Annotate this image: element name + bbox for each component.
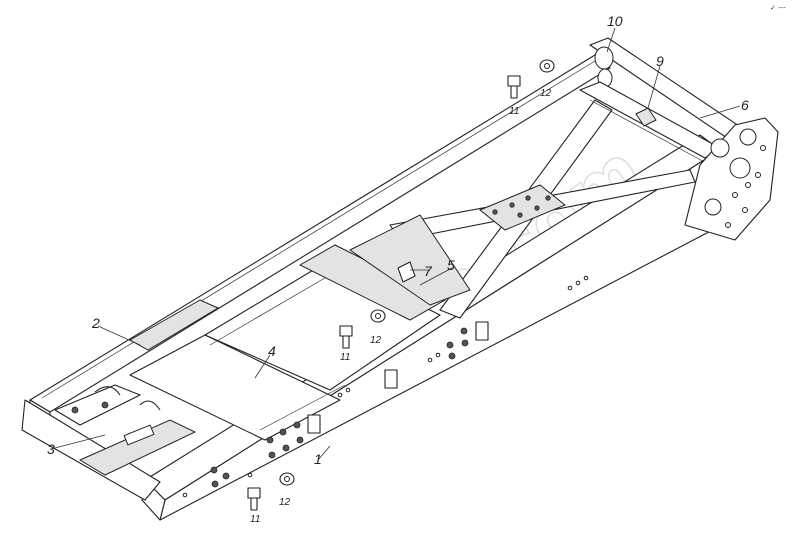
callout-2: 2 — [91, 315, 100, 331]
gusset-plate — [479, 184, 566, 231]
callout-1: 1 — [314, 451, 322, 467]
callout-5: 5 — [447, 257, 455, 273]
frame-drawing — [21, 27, 779, 521]
rail-pad — [128, 299, 220, 351]
nut-12-top — [539, 59, 555, 73]
callout-12-bottom: 12 — [279, 497, 291, 508]
cross-member-4 — [129, 334, 341, 441]
bracket-9 — [635, 107, 657, 127]
rail-bracket-c — [475, 321, 489, 341]
callout-12-top: 12 — [540, 88, 552, 99]
callout-11-top: 11 — [509, 106, 519, 117]
callout-11-bottom: 11 — [250, 514, 260, 525]
callout-9: 9 — [656, 53, 664, 69]
bolt-11-bottom — [247, 487, 261, 511]
callout-4: 4 — [268, 343, 276, 359]
callout-7: 7 — [424, 263, 433, 279]
corner-mark: ✓ --- — [770, 4, 786, 12]
rear-cross-member — [21, 399, 161, 501]
nut-12-bottom — [279, 472, 295, 486]
rail-bolts — [182, 275, 589, 498]
clip-7 — [397, 261, 416, 283]
callout-6: 6 — [741, 97, 749, 113]
callout-12-middle: 12 — [370, 335, 382, 346]
rail-bracket-a — [384, 369, 398, 389]
rear-mount-bracket — [54, 384, 141, 426]
callout-3: 3 — [47, 441, 55, 457]
bolt-11-middle — [339, 325, 353, 349]
rail-bracket-b — [307, 414, 321, 434]
cross-member-flange — [298, 244, 447, 321]
bolt-11-top — [507, 75, 521, 99]
callouts: 1 2 3 4 5 6 7 9 10 11 12 11 12 11 12 — [47, 13, 749, 525]
nut-12-middle — [370, 309, 386, 323]
inner-panel — [349, 214, 471, 306]
callout-11-middle: 11 — [340, 352, 350, 363]
callout-10: 10 — [607, 13, 623, 29]
